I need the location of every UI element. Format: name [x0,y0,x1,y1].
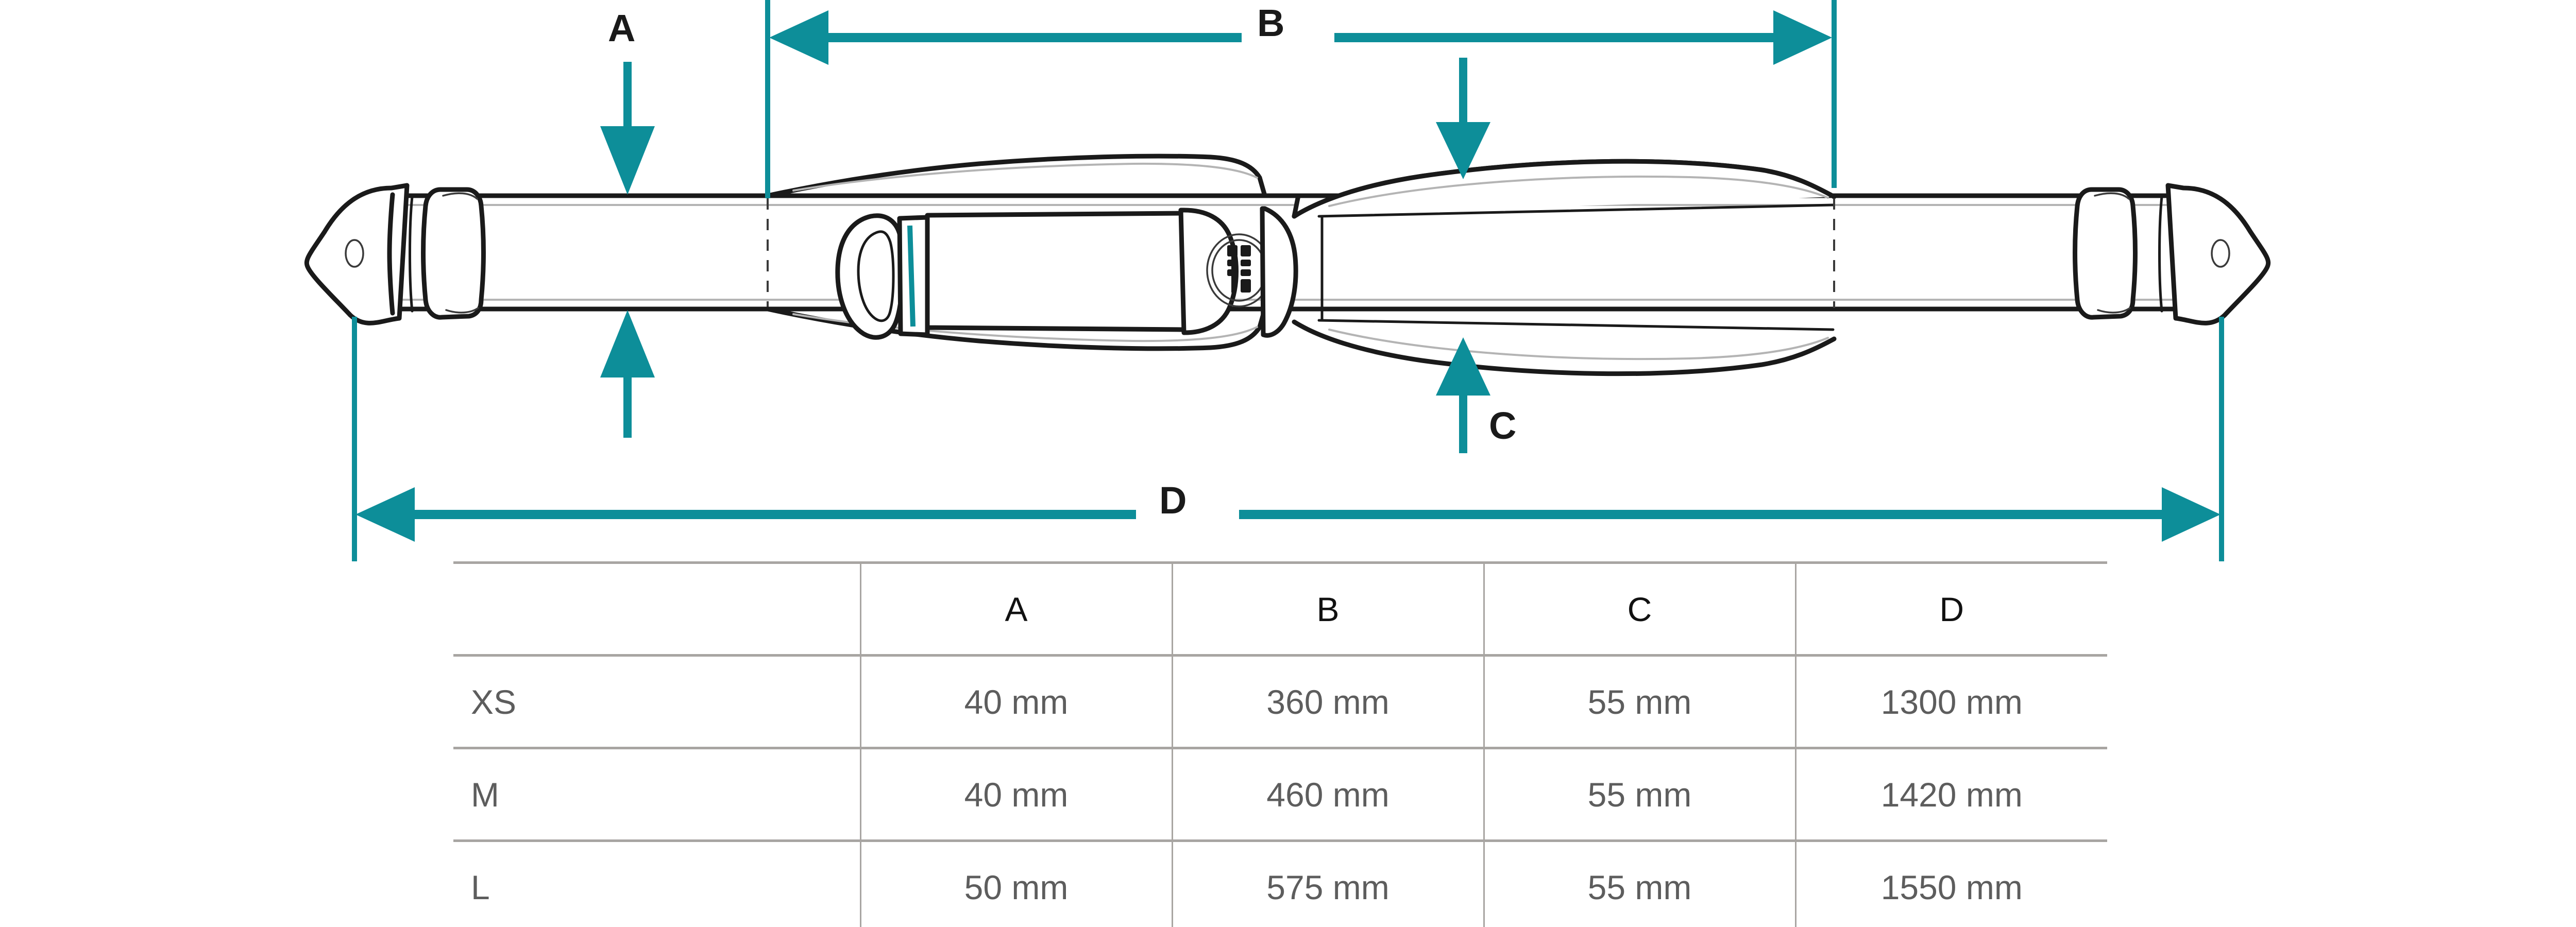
dimension-c-bottom-arrow [1436,337,1490,453]
cell-m-d: 1420 mm [1794,747,2107,842]
cell-l-b: 575 mm [1171,839,1485,927]
header-cell-c: C [1483,561,1797,657]
cell-size-xs: XS [453,654,861,749]
buckle-body [925,208,1272,335]
dimension-label-c: C [1489,404,1517,447]
cell-l-d: 1550 mm [1794,839,2107,927]
left-end-tip [304,183,410,325]
dimension-d [352,317,2224,561]
size-table: A B C D XS 40 mm 360 mm 55 mm 1300 mm M … [453,561,2107,927]
buckle-right-joint [1260,206,1298,338]
right-end-tip [2165,183,2271,325]
cell-xs-d: 1300 mm [1794,654,2107,749]
size-table-header: A B C D [453,561,2107,657]
dimension-b [769,0,1837,188]
cell-size-l: L [453,839,861,927]
dimension-c [1436,58,1490,453]
dimension-c-top-arrow [1436,58,1490,179]
right-pad [1292,159,1837,376]
cell-xs-a: 40 mm [859,654,1173,749]
dimension-b-arrow-line [769,10,1832,65]
table-row: L 50 mm 575 mm 55 mm 1550 mm [453,839,2107,927]
dimension-a [600,0,770,438]
header-cell-a: A [859,561,1173,657]
header-cell-size [453,561,861,657]
cell-size-m: M [453,747,861,842]
dimension-a-top-arrow [600,62,655,195]
strap-illustration [304,153,2271,376]
cell-m-a: 40 mm [859,747,1173,842]
dimension-a-bottom-arrow [600,310,655,438]
cell-l-a: 50 mm [859,839,1173,927]
dimension-label-b: B [1257,2,1285,44]
table-row: XS 40 mm 360 mm 55 mm 1300 mm [453,654,2107,749]
dimension-label-d: D [1159,479,1187,522]
d-ring-icon [835,213,930,340]
header-cell-d: D [1794,561,2107,657]
eyelet-hole-icon [345,239,364,268]
dimension-label-a: A [608,7,636,49]
cell-xs-b: 360 mm [1171,654,1485,749]
cell-m-b: 460 mm [1171,747,1485,842]
size-table-body: XS 40 mm 360 mm 55 mm 1300 mm M 40 mm 46… [453,654,2107,927]
left-keeper-collar [387,187,486,320]
table-row: M 40 mm 460 mm 55 mm 1420 mm [453,747,2107,842]
eyelet-hole-icon [2211,239,2230,268]
cell-m-c: 55 mm [1483,747,1797,842]
table-header-row: A B C D [453,561,2107,657]
buckle-logo-icon [1227,245,1251,293]
size-table-container: A B C D XS 40 mm 360 mm 55 mm 1300 mm M … [453,561,2107,927]
cell-xs-c: 55 mm [1483,654,1797,749]
cell-l-c: 55 mm [1483,839,1797,927]
header-cell-b: B [1171,561,1485,657]
dimension-d-arrow-line [355,487,2221,542]
